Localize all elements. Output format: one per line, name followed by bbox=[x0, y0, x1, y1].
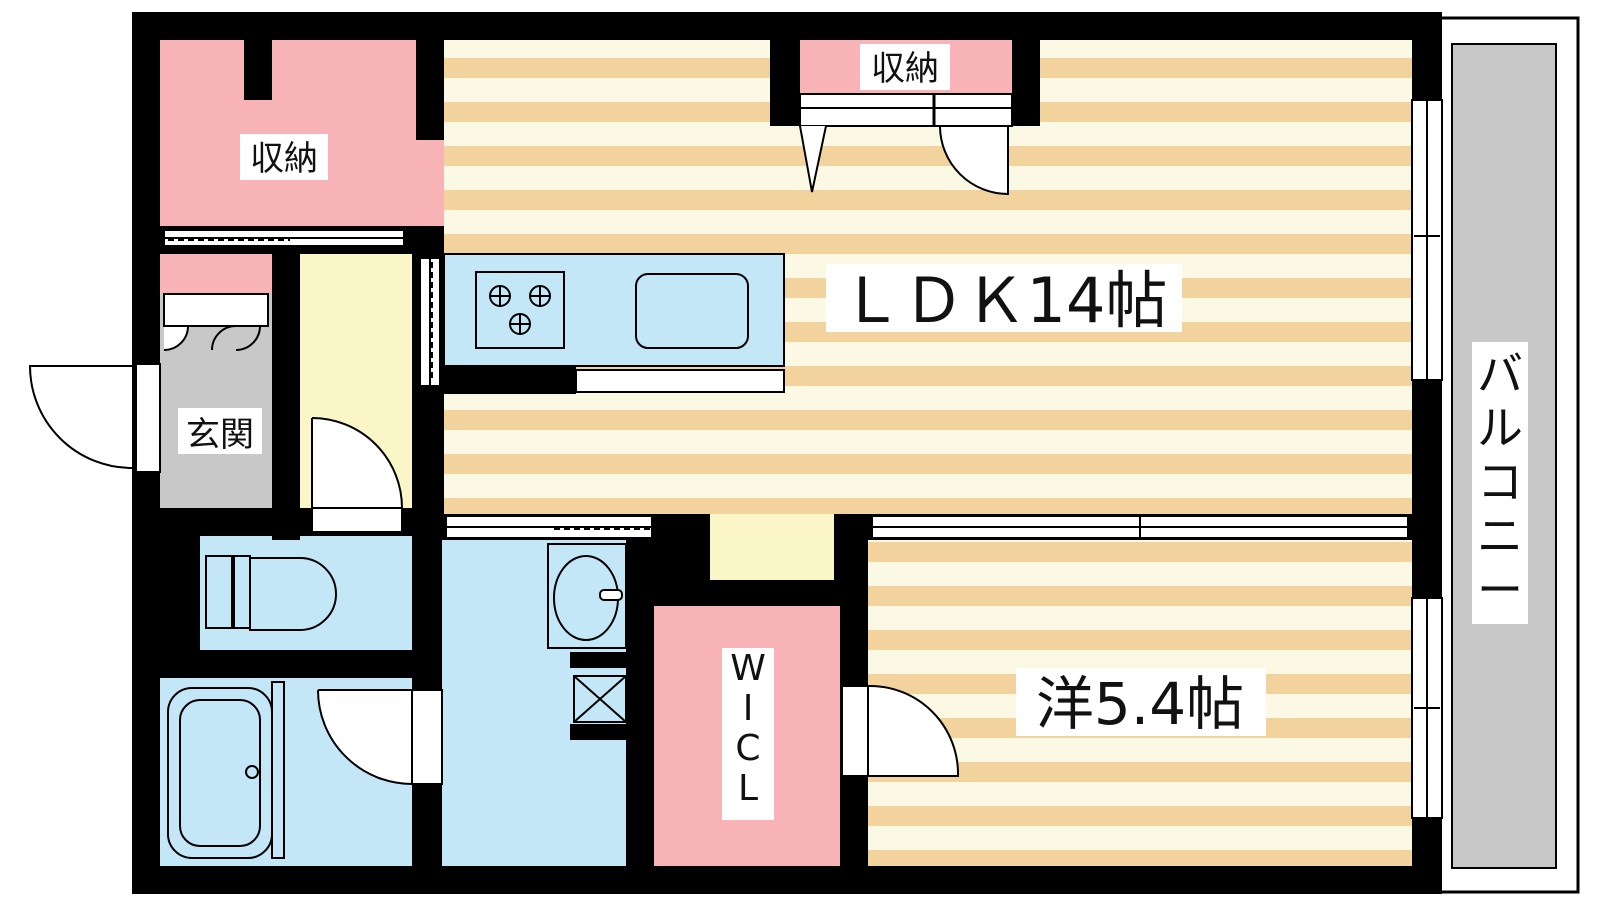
wall bbox=[160, 536, 200, 650]
counter-edge bbox=[575, 369, 785, 393]
storage-top-left-floor bbox=[160, 40, 444, 226]
balcony-label-char: ニ bbox=[1477, 509, 1523, 563]
wall bbox=[770, 40, 800, 126]
wall bbox=[160, 650, 442, 678]
wic-label-char: L bbox=[738, 768, 758, 809]
door-swing bbox=[311, 417, 404, 509]
toilet-tank bbox=[205, 555, 233, 629]
door-swing bbox=[939, 125, 1009, 196]
wall bbox=[1012, 40, 1040, 126]
wall bbox=[654, 580, 868, 606]
room-label-balcony: バルコニー bbox=[1477, 347, 1523, 617]
wall bbox=[626, 540, 654, 866]
wall bbox=[416, 40, 444, 140]
wall bbox=[272, 254, 300, 540]
door-swing bbox=[867, 684, 960, 777]
wic-label-char: C bbox=[735, 728, 760, 769]
room-label-storage-top-left: 収納 bbox=[250, 139, 318, 179]
balcony-label-char: ル bbox=[1477, 401, 1523, 455]
wic-label-char: I bbox=[743, 688, 754, 729]
entrance-door-swing bbox=[28, 365, 133, 469]
balcony-label-char: ー bbox=[1477, 563, 1523, 617]
counter-edge bbox=[444, 366, 576, 394]
room-label-ldk: ＬＤＫ14帖 bbox=[841, 264, 1168, 337]
door-swing bbox=[317, 689, 413, 786]
room-label-entrance: 玄関 bbox=[186, 415, 254, 455]
room-label-storage-top-center: 収納 bbox=[871, 49, 939, 89]
wall bbox=[244, 40, 272, 100]
room-label-western-room: 洋5.4帖 bbox=[1036, 670, 1244, 738]
folding-door bbox=[799, 125, 827, 193]
balcony-label-char: コ bbox=[1477, 455, 1523, 509]
corridor-floor-lower bbox=[710, 514, 834, 580]
balcony-label-char: バ bbox=[1477, 347, 1523, 401]
kitchen-sink bbox=[635, 273, 749, 349]
stove-top bbox=[475, 271, 565, 349]
storage-shelf bbox=[799, 93, 1013, 127]
shoe-storage-floor bbox=[160, 254, 272, 294]
toilet-bowl bbox=[249, 557, 337, 631]
wic-label-char: W bbox=[730, 648, 766, 689]
